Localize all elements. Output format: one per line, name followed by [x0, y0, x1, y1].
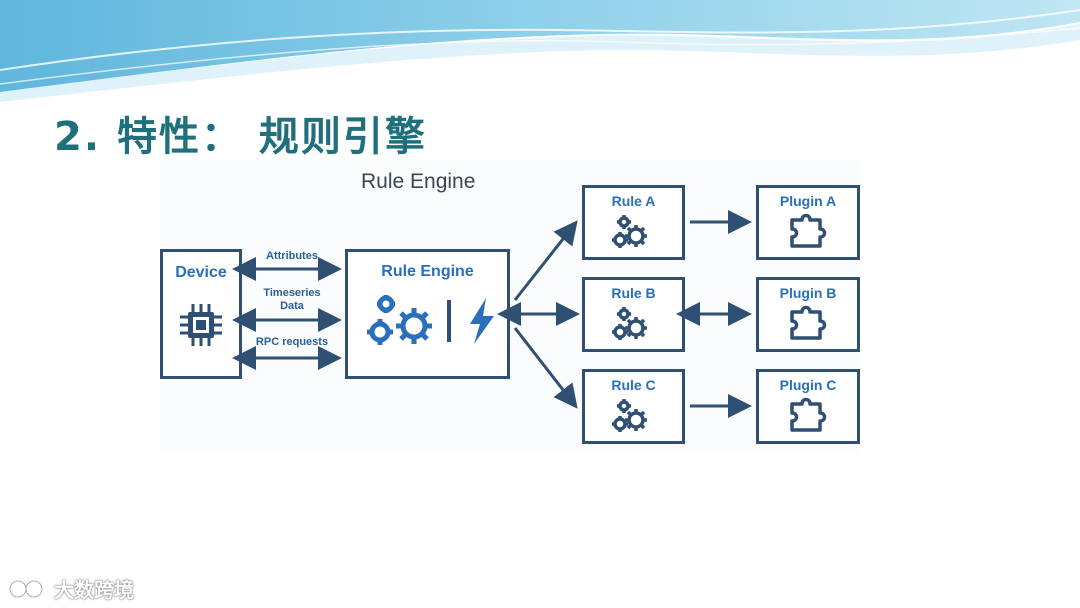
plugin-c-puzzle-icon — [790, 397, 827, 432]
rule-b-gears-icon — [610, 305, 649, 342]
arrow-engine-rule-a — [513, 220, 578, 301]
watermark-logo-icon — [8, 579, 44, 598]
header-wave-decoration — [0, 0, 1080, 102]
rule-engine-label: Rule Engine — [381, 263, 474, 280]
rule-b-box: Rule B — [582, 277, 685, 352]
rule-c-gears-icon — [610, 397, 649, 434]
plugin-b-label: Plugin B — [779, 285, 837, 301]
plugin-b-box: Plugin B — [756, 277, 860, 352]
slide-title: 2. 特性： 规则引擎 — [54, 114, 427, 160]
plugin-b-puzzle-icon — [790, 305, 827, 340]
rule-a-label: Rule A — [611, 193, 656, 209]
chip-icon — [180, 304, 222, 346]
plugin-a-puzzle-icon — [790, 213, 827, 248]
rule-c-box: Rule C — [582, 369, 685, 444]
plugin-c-label: Plugin C — [779, 377, 837, 393]
arrow-engine-rule-c — [513, 327, 578, 409]
link-label-rpc: RPC requests — [255, 336, 329, 348]
rule-a-gears-icon — [610, 213, 649, 250]
plugin-a-label: Plugin A — [779, 193, 837, 209]
rule-b-label: Rule B — [611, 285, 656, 301]
rule-engine-box: Rule Engine — [345, 249, 510, 379]
lightning-icon — [470, 298, 494, 344]
device-label: Device — [175, 264, 227, 281]
watermark-text: 大数跨境 — [54, 578, 134, 602]
gears-icon — [367, 295, 432, 345]
device-box: Device — [160, 249, 242, 379]
diagram-caption: Rule Engine — [361, 170, 476, 193]
engine-divider — [447, 300, 451, 342]
watermark: 大数跨境 — [8, 574, 134, 603]
rule-a-box: Rule A — [582, 185, 685, 260]
rule-c-label: Rule C — [611, 377, 656, 393]
plugin-a-box: Plugin A — [756, 185, 860, 260]
